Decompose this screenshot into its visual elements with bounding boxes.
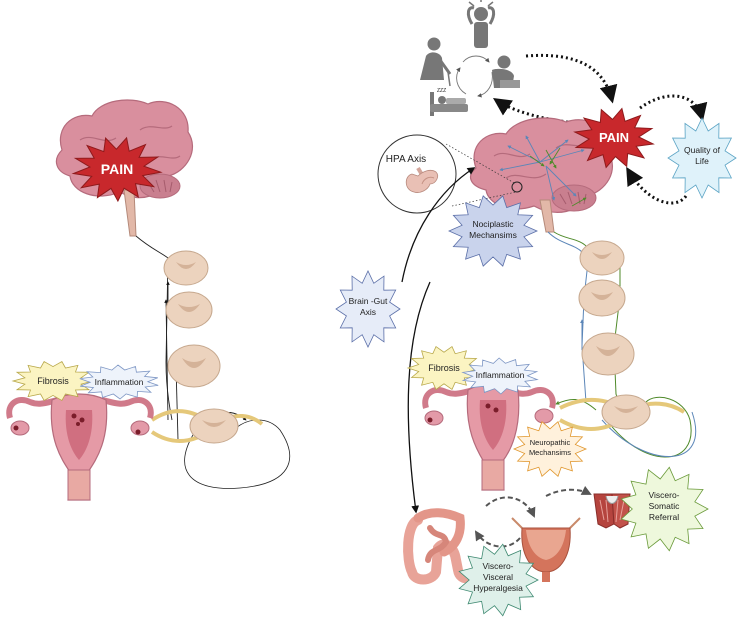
fibrosis-label-left: Fibrosis bbox=[37, 376, 69, 386]
stressed-person-icon bbox=[466, 0, 496, 48]
cycle-arrows bbox=[456, 55, 493, 98]
sad-person-icon bbox=[492, 55, 520, 88]
quality-of-life-line-2: Life bbox=[695, 156, 709, 166]
gut-bladder-cycle bbox=[474, 485, 592, 548]
spinal-cord-segment-icon bbox=[167, 344, 221, 388]
intestine-icon bbox=[403, 508, 481, 585]
brain-gut-line-2: Axis bbox=[360, 307, 376, 317]
sleep-zzz: ZZZ bbox=[437, 88, 446, 94]
inflammation-label-right: Inflammation bbox=[476, 370, 525, 380]
brain-network bbox=[499, 135, 587, 207]
bladder-icon bbox=[511, 517, 581, 582]
spinal-cord-segment-icon bbox=[150, 408, 264, 444]
viscero-visceral-line-2: Visceral bbox=[483, 572, 513, 582]
nociplastic-line-1: Nociplastic bbox=[472, 219, 514, 229]
fibrosis-burst-left: Fibrosis bbox=[11, 360, 95, 402]
pituitary-gland-icon bbox=[405, 166, 438, 193]
fibrosis-burst-right: Fibrosis bbox=[406, 345, 482, 391]
nociplastic-line-2: Mechansims bbox=[469, 230, 517, 240]
right-panel: ZZZ bbox=[335, 0, 737, 617]
spinal-cord-segment-icon bbox=[578, 279, 626, 317]
arrow-persons-to-pain bbox=[525, 53, 618, 104]
sleeping-person-icon: ZZZ bbox=[430, 88, 468, 116]
spinal-cord-segment-icon bbox=[165, 291, 213, 329]
viscero-visceral-line-1: Viscero- bbox=[482, 561, 513, 571]
hpa-axis-label: HPA Axis bbox=[386, 154, 426, 165]
viscero-visceral-line-3: Hyperalgesia bbox=[473, 583, 523, 593]
viscero-somatic-line-3: Referral bbox=[649, 512, 679, 522]
viscero-visceral-burst: Viscero- Visceral Hyperalgesia bbox=[458, 543, 539, 617]
pain-label-left: PAIN bbox=[101, 161, 133, 177]
hpa-axis-inset: HPA Axis bbox=[377, 134, 517, 214]
arrow-qol-to-pain bbox=[626, 166, 688, 205]
uterus-icon bbox=[6, 393, 154, 501]
spinal-cord-segment-icon bbox=[579, 240, 625, 276]
spinal-cord-segment-icon bbox=[581, 332, 635, 376]
tired-person-icon bbox=[420, 37, 452, 87]
spinal-cord-segment-icon bbox=[559, 394, 686, 431]
viscero-somatic-burst: Viscero- Somatic Referral bbox=[620, 466, 709, 552]
pain-label-right: PAIN bbox=[599, 130, 629, 145]
neuropathic-line-1: Neuropathic bbox=[530, 438, 571, 447]
brain-gut-line-1: Brain -Gut bbox=[349, 296, 388, 306]
viscero-somatic-line-2: Somatic bbox=[649, 501, 680, 511]
nociplastic-burst: Nociplastic Mechansims bbox=[448, 195, 538, 267]
arrow-brain-to-gut bbox=[407, 281, 431, 514]
pain-burst-left: PAIN bbox=[71, 136, 163, 203]
brain-gut-axis-burst: Brain -Gut Axis bbox=[335, 270, 401, 348]
viscero-somatic-line-1: Viscero- bbox=[648, 490, 679, 500]
neuropathic-burst: Neuropathic Mechansims bbox=[512, 421, 588, 477]
inflammation-label-left: Inflammation bbox=[95, 377, 144, 387]
quality-of-life-line-1: Quality of bbox=[684, 145, 721, 155]
spinal-cord-segment-icon bbox=[163, 250, 209, 286]
neuropathic-line-2: Mechansims bbox=[529, 448, 571, 457]
inflammation-burst-left: Inflammation bbox=[79, 364, 159, 400]
left-panel: PAIN bbox=[6, 99, 290, 501]
arrow-pain-to-qol bbox=[639, 94, 708, 122]
quality-of-life-burst: Quality of Life bbox=[667, 117, 737, 199]
inflammation-burst-right: Inflammation bbox=[461, 357, 539, 395]
fibrosis-label-right: Fibrosis bbox=[428, 363, 460, 373]
pain-burst-right: PAIN bbox=[573, 107, 655, 169]
arrow-gut-to-brain bbox=[401, 167, 476, 283]
